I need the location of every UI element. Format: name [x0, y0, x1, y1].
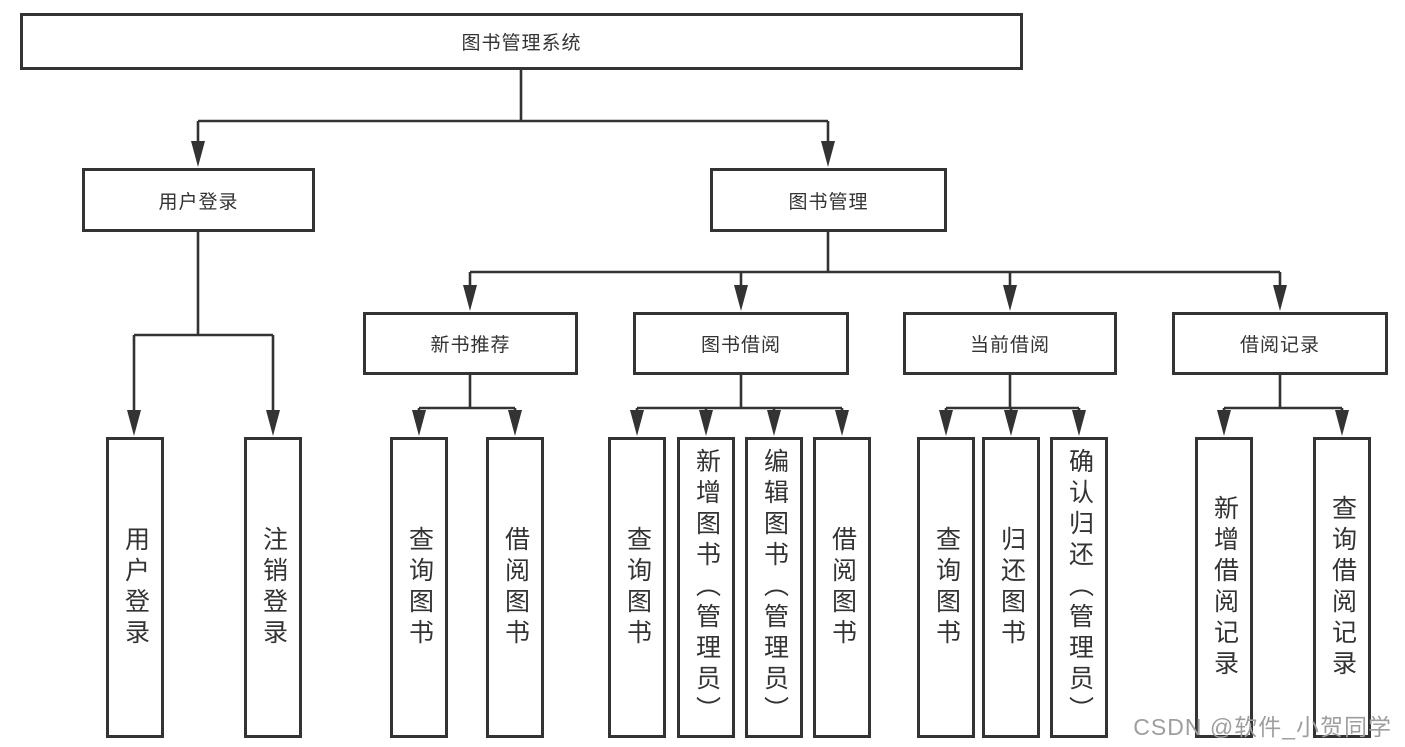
leaf-logout: 注销登录: [244, 437, 302, 738]
leaf-borrow-books: 借阅图书: [813, 437, 871, 738]
leaf-query-books-borrowing-label: 查询图书: [623, 525, 652, 650]
leaf-logout-label: 注销登录: [259, 525, 288, 650]
leaf-user-login-label: 用户登录: [121, 525, 150, 650]
leaf-query-borrow-record: 查询借阅记录: [1313, 437, 1371, 738]
leaf-query-books-recommend: 查询图书: [390, 437, 448, 738]
leaf-query-books-current: 查询图书: [917, 437, 975, 738]
csdn-watermark: CSDN @软件_小贺同学: [1133, 714, 1392, 740]
node-root-label: 图书管理系统: [461, 33, 582, 54]
leaf-add-borrow-record: 新增借阅记录: [1195, 437, 1253, 738]
node-book-borrowing-label: 图书借阅: [700, 335, 781, 356]
node-root-system: 图书管理系统: [20, 13, 1023, 70]
node-book-management-label: 图书管理: [788, 191, 869, 213]
leaf-return-books-label: 归还图书: [997, 525, 1026, 650]
leaf-borrow-books-label: 借阅图书: [828, 525, 857, 650]
leaf-query-borrow-record-label: 查询借阅记录: [1328, 494, 1357, 681]
leaf-query-books-current-label: 查询图书: [932, 525, 961, 650]
node-user-login-label: 用户登录: [158, 191, 239, 213]
leaf-query-books-recommend-label: 查询图书: [405, 525, 434, 650]
leaf-user-login: 用户登录: [106, 437, 164, 738]
node-user-login: 用户登录: [82, 168, 315, 232]
leaf-add-books-admin-label: 新增图书（管理员）: [692, 448, 721, 727]
leaf-confirm-return-admin-label: 确认归还（管理员）: [1065, 448, 1094, 727]
leaf-edit-books-admin-label: 编辑图书（管理员）: [760, 448, 789, 727]
leaf-add-books-admin: 新增图书（管理员）: [677, 437, 735, 738]
leaf-query-books-borrowing: 查询图书: [608, 437, 666, 738]
leaf-edit-books-admin: 编辑图书（管理员）: [745, 437, 803, 738]
node-new-book-recommend-label: 新书推荐: [430, 335, 511, 356]
leaf-confirm-return-admin: 确认归还（管理员）: [1050, 437, 1108, 738]
leaf-borrow-books-recommend: 借阅图书: [486, 437, 544, 738]
node-current-borrowing-label: 当前借阅: [969, 335, 1050, 356]
node-current-borrowing: 当前借阅: [903, 312, 1117, 375]
leaf-borrow-books-recommend-label: 借阅图书: [501, 525, 530, 650]
node-book-management: 图书管理: [710, 168, 947, 232]
leaf-add-borrow-record-label: 新增借阅记录: [1210, 494, 1239, 681]
node-new-book-recommend: 新书推荐: [363, 312, 578, 375]
leaf-return-books: 归还图书: [982, 437, 1040, 738]
node-borrowing-records: 借阅记录: [1172, 312, 1388, 375]
node-book-borrowing: 图书借阅: [633, 312, 849, 375]
node-borrowing-records-label: 借阅记录: [1239, 335, 1320, 356]
